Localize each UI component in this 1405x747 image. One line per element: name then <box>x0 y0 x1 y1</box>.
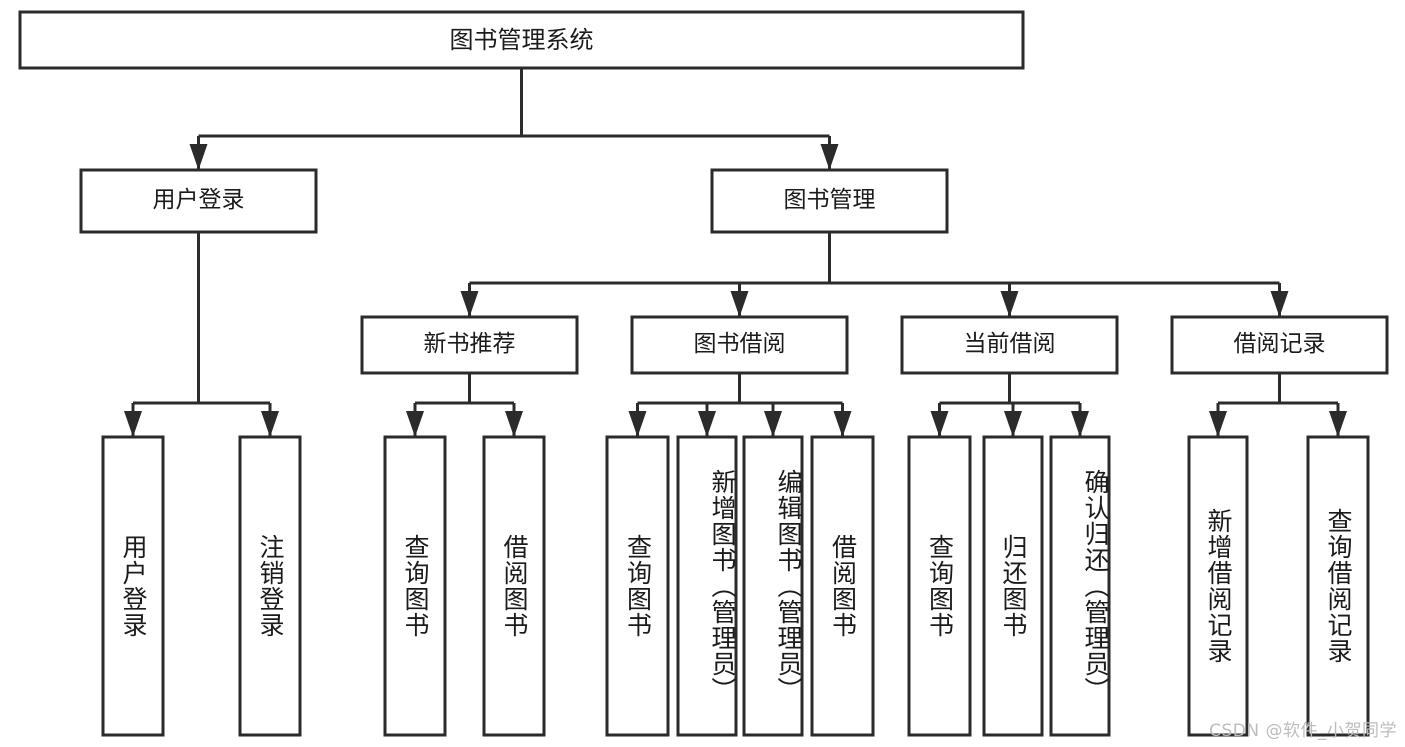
arrow-head-icon <box>1209 411 1227 437</box>
arrow-head-icon <box>261 411 279 437</box>
arrow-head-icon <box>505 411 523 437</box>
node-box-leaf-borrow-book-1[interactable] <box>482 435 546 737</box>
arrow-head-icon <box>764 411 782 437</box>
arrow-head-icon <box>1004 411 1022 437</box>
edges-layer <box>124 68 1347 437</box>
node-box-new-book-recommend[interactable] <box>360 315 579 375</box>
arrow-head-icon <box>698 411 716 437</box>
boxes-layer <box>18 10 1389 737</box>
node-box-root[interactable] <box>18 10 1025 70</box>
node-box-leaf-borrow-book-2[interactable] <box>810 435 875 737</box>
node-box-leaf-query-book-2[interactable] <box>605 435 670 737</box>
node-box-borrow-record[interactable] <box>1170 315 1389 375</box>
arrow-head-icon <box>189 144 208 170</box>
node-box-leaf-return-book[interactable] <box>982 435 1044 737</box>
watermark-text: CSDN @软件_小贺同学 <box>1209 721 1397 741</box>
node-box-leaf-query-book-1[interactable] <box>383 435 447 737</box>
arrow-head-icon <box>820 144 839 170</box>
node-box-leaf-add-book[interactable] <box>676 435 738 737</box>
node-box-leaf-user-login[interactable] <box>101 435 165 737</box>
node-box-book-manage[interactable] <box>710 168 949 234</box>
node-box-leaf-query-book-3[interactable] <box>907 435 972 737</box>
arrow-head-icon <box>930 411 949 437</box>
arrow-head-icon <box>406 411 424 437</box>
arrow-head-icon <box>460 291 479 317</box>
node-box-leaf-query-borrow-record[interactable] <box>1306 435 1370 737</box>
node-box-current-borrow[interactable] <box>900 315 1119 375</box>
arrow-head-icon <box>1000 291 1019 317</box>
arrow-head-icon <box>1071 411 1089 437</box>
arrow-head-icon <box>1270 291 1289 317</box>
node-box-leaf-user-logout[interactable] <box>238 435 302 737</box>
node-box-leaf-add-borrow-record[interactable] <box>1187 435 1249 737</box>
arrow-head-icon <box>124 411 142 437</box>
arrow-head-icon <box>730 291 749 317</box>
arrow-head-icon <box>628 411 647 437</box>
arrow-head-icon <box>1329 411 1347 437</box>
node-box-leaf-confirm-return[interactable] <box>1049 435 1111 737</box>
node-box-leaf-edit-book[interactable] <box>742 435 804 737</box>
node-box-user-login[interactable] <box>79 168 318 234</box>
node-box-book-borrow[interactable] <box>630 315 849 375</box>
arrow-head-icon <box>833 411 852 437</box>
